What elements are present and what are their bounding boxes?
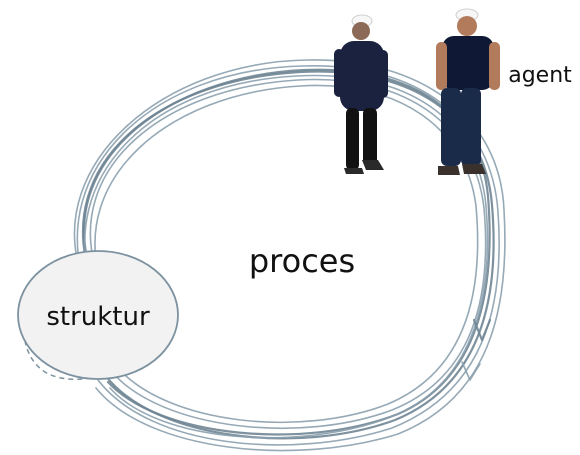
loop-stroke-2 [76, 65, 500, 446]
process-label: proces [249, 242, 355, 280]
loop-stroke-6 [73, 59, 506, 452]
arrowhead-1 [472, 318, 492, 342]
structure-node: struktur [17, 250, 179, 380]
worker-1-figure [334, 14, 388, 174]
agent-label: agent [508, 63, 572, 88]
loop-stroke-5 [84, 74, 489, 439]
structure-label: struktur [46, 302, 150, 332]
process-loop [73, 59, 506, 452]
loop-stroke-3 [89, 78, 487, 429]
worker-2-figure [436, 8, 500, 175]
workers-icon [334, 8, 500, 175]
arrowhead-2 [461, 361, 481, 381]
loop-stroke-7 [94, 84, 479, 424]
loop-stroke-4 [82, 68, 491, 436]
structure-ellipse [17, 250, 179, 380]
